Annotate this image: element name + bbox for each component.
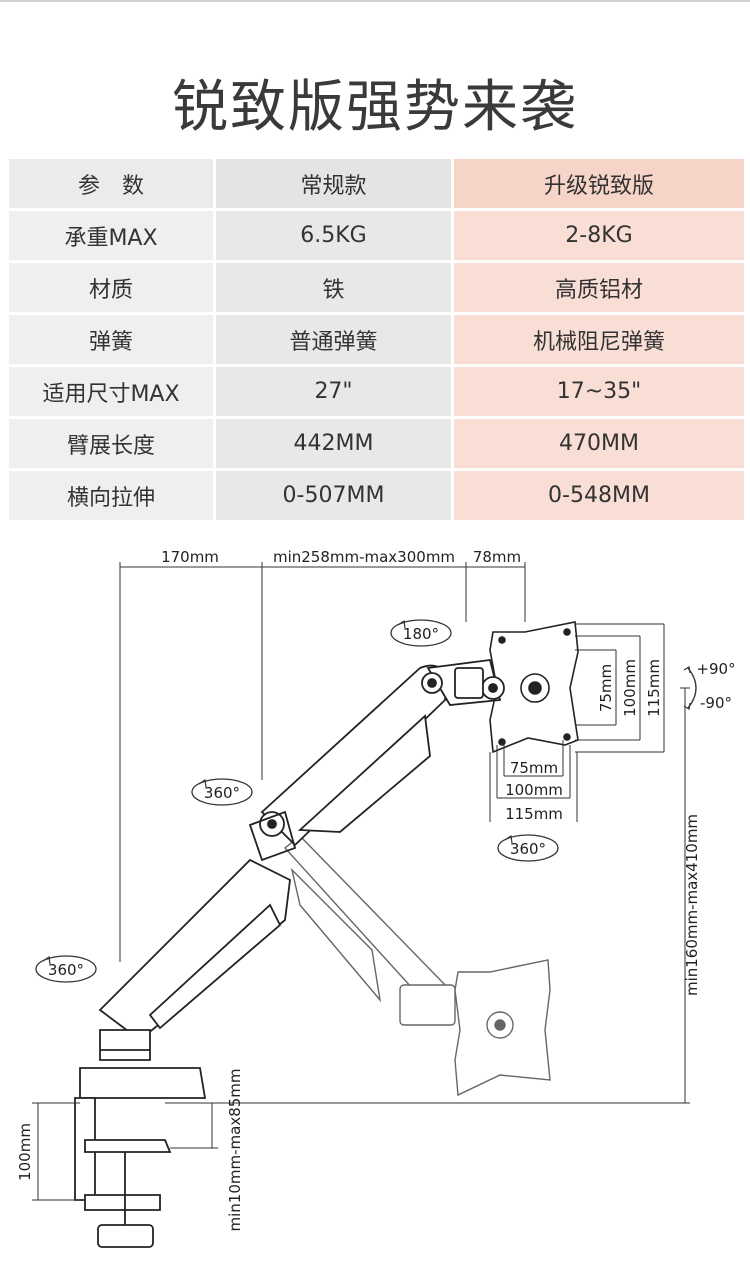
row-standard-value: 27"	[216, 367, 451, 416]
height-range-label: min160mm-max410mm	[683, 814, 701, 996]
monitor-arm-diagram: 170mm min258mm-max300mm 78mm 180° 360° 3…	[16, 548, 736, 1248]
header-cell-upgrade: 升级锐致版	[454, 159, 744, 208]
header-cell-standard: 常规款	[216, 159, 451, 208]
clamp-range-label: min10mm-max85mm	[226, 1068, 244, 1231]
rotation-360-low-icon: 360°	[35, 955, 97, 983]
arm-lowered-ghost	[283, 835, 551, 1097]
dim-170: 170mm	[161, 548, 219, 566]
table-header-row: 参 数 常规款 升级锐致版	[9, 159, 744, 208]
arm-base	[79, 1029, 207, 1099]
vesa-plate-upper	[489, 621, 579, 754]
row-upgrade-value: 0-548MM	[454, 471, 744, 520]
height-range-dim	[165, 687, 690, 1104]
vesa-vertical-dims	[575, 623, 665, 753]
row-label: 承重MAX	[9, 211, 213, 260]
svg-text:360°: 360°	[204, 784, 240, 802]
row-upgrade-value: 机械阻尼弹簧	[454, 315, 744, 364]
row-standard-value: 铁	[216, 263, 451, 312]
clamp-dims	[32, 1102, 218, 1201]
arm-upper-section	[260, 659, 505, 847]
svg-text:360°: 360°	[48, 961, 84, 979]
row-label: 臂展长度	[9, 419, 213, 468]
row-label: 材质	[9, 263, 213, 312]
table-row: 材质 铁 高质铝材	[9, 263, 744, 312]
rotation-360-mid-icon: 360°	[191, 778, 253, 806]
vesa-115-v: 115mm	[505, 805, 563, 823]
row-standard-value: 442MM	[216, 419, 451, 468]
table-row: 臂展长度 442MM 470MM	[9, 419, 744, 468]
spec-table: 参 数 常规款 升级锐致版 承重MAX 6.5KG 2-8KG 材质 铁 高质铝…	[6, 156, 747, 523]
row-label: 弹簧	[9, 315, 213, 364]
dim-258-300: min258mm-max300mm	[273, 548, 455, 566]
vesa-horizontal-dims	[489, 740, 578, 822]
vesa-75-v: 75mm	[510, 759, 558, 777]
row-label: 适用尺寸MAX	[9, 367, 213, 416]
clamp-height-label: 100mm	[16, 1123, 34, 1181]
top-dimension-lines	[119, 562, 526, 962]
table-row: 横向拉伸 0-507MM 0-548MM	[9, 471, 744, 520]
header-cell-param: 参 数	[9, 159, 213, 208]
row-standard-value: 普通弹簧	[216, 315, 451, 364]
table-row: 适用尺寸MAX 27" 17~35"	[9, 367, 744, 416]
row-label: 横向拉伸	[9, 471, 213, 520]
row-upgrade-value: 高质铝材	[454, 263, 744, 312]
tilt-arrow-icon	[683, 666, 697, 710]
row-standard-value: 6.5KG	[216, 211, 451, 260]
page-title: 锐致版强势来袭	[172, 75, 578, 140]
table-row: 承重MAX 6.5KG 2-8KG	[9, 211, 744, 260]
svg-text:180°: 180°	[403, 625, 439, 643]
desk-clamp	[74, 1097, 172, 1248]
row-upgrade-value: 470MM	[454, 419, 744, 468]
rotation-360-plate-icon: 360°	[497, 834, 559, 862]
tilt-up-label: +90°	[696, 660, 735, 678]
row-upgrade-value: 2-8KG	[454, 211, 744, 260]
vesa-115-h: 115mm	[645, 659, 663, 717]
top-divider	[0, 0, 750, 2]
row-upgrade-value: 17~35"	[454, 367, 744, 416]
tilt-down-label: -90°	[700, 694, 732, 712]
svg-text:360°: 360°	[510, 840, 546, 858]
vesa-75-h: 75mm	[597, 664, 615, 712]
row-standard-value: 0-507MM	[216, 471, 451, 520]
table-row: 弹簧 普通弹簧 机械阻尼弹簧	[9, 315, 744, 364]
vesa-100-v: 100mm	[505, 781, 563, 799]
vesa-100-h: 100mm	[621, 659, 639, 717]
dim-78: 78mm	[473, 548, 521, 566]
arm-lower-section	[98, 810, 297, 1042]
rotation-180-icon: 180°	[390, 619, 452, 647]
